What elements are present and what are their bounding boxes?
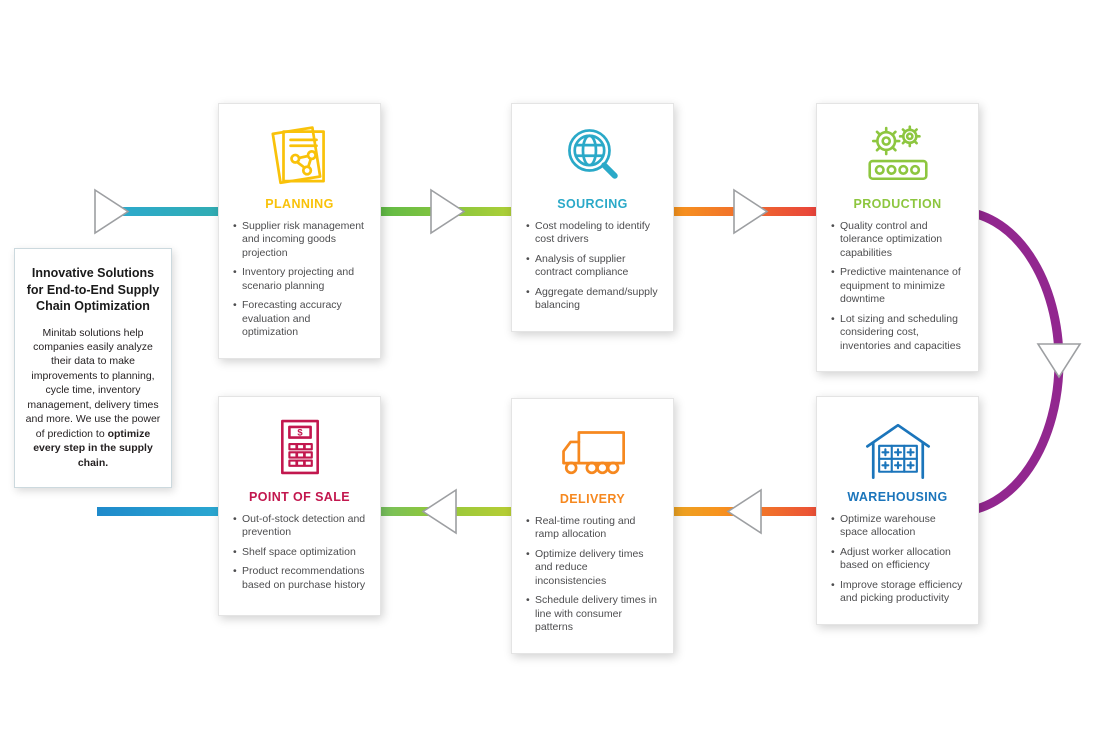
bullet: Supplier risk management and incoming go… (231, 220, 368, 260)
stacked-documents-icon (231, 118, 368, 190)
card-production: PRODUCTION Quality control and tolerance… (816, 103, 979, 372)
card-point-of-sale: $ POINT OF SALE Out-of-stock detection a… (218, 396, 381, 616)
sourcing-bullet-list: Cost modeling to identify cost drivers A… (524, 220, 661, 313)
bullet: Quality control and tolerance optimizati… (829, 220, 966, 260)
flow-arrowhead-warehousing-to-delivery (726, 488, 762, 535)
intro-body-text: Minitab solutions help companies easily … (25, 326, 161, 440)
bullet: Real-time routing and ramp allocation (524, 515, 661, 542)
card-planning: PLANNING Supplier risk management and in… (218, 103, 381, 359)
bullet: Adjust worker allocation based on effici… (829, 546, 966, 573)
intro-title: Innovative Solutions for End-to-End Supp… (26, 266, 160, 313)
planning-bullet-list: Supplier risk management and incoming go… (231, 220, 368, 340)
bullet: Shelf space optimization (231, 546, 368, 560)
bullet: Forecasting accuracy evaluation and opti… (231, 299, 368, 339)
svg-text:$: $ (297, 427, 303, 438)
intro-body: Minitab solutions help companies easily … (25, 326, 161, 471)
card-title-point-of-sale: POINT OF SALE (248, 490, 351, 504)
bullet: Optimize warehouse space allocation (829, 513, 966, 540)
bullet: Product recommendations based on purchas… (231, 565, 368, 592)
bullet: Improve storage efficiency and picking p… (829, 579, 966, 606)
flow-arrowhead-planning-to-sourcing (430, 188, 466, 235)
bullet: Aggregate demand/supply balancing (524, 286, 661, 313)
bullet: Cost modeling to identify cost drivers (524, 220, 661, 247)
warehouse-icon (829, 411, 966, 483)
flow-arrowhead-delivery-to-pos (421, 488, 457, 535)
production-bullet-list: Quality control and tolerance optimizati… (829, 220, 966, 353)
cash-register-icon: $ (231, 411, 368, 483)
bullet: Inventory projecting and scenario planni… (231, 266, 368, 293)
bullet: Optimize delivery times and reduce incon… (524, 548, 661, 588)
delivery-bullet-list: Real-time routing and ramp allocation Op… (524, 515, 661, 635)
bullet: Out-of-stock detection and prevention (231, 513, 368, 540)
gears-icon (829, 118, 966, 190)
warehousing-bullet-list: Optimize warehouse space allocation Adju… (829, 513, 966, 606)
card-title-planning: PLANNING (265, 197, 334, 211)
intro-panel: Innovative Solutions for End-to-End Supp… (14, 248, 172, 488)
globe-magnifier-icon (524, 118, 661, 190)
bullet: Analysis of supplier contract compliance (524, 253, 661, 280)
card-title-production: PRODUCTION (853, 197, 942, 211)
flow-arrowhead-curve-down (1036, 343, 1082, 379)
card-title-delivery: DELIVERY (559, 492, 626, 506)
flow-arrowhead-sourcing-to-production (733, 188, 769, 235)
intro-body-bold: optimize every step in the supply chain. (33, 427, 153, 469)
delivery-truck-icon (524, 413, 661, 485)
card-title-sourcing: SOURCING (557, 197, 628, 211)
bullet: Predictive maintenance of equipment to m… (829, 266, 966, 306)
card-delivery: DELIVERY Real-time routing and ramp allo… (511, 398, 674, 654)
flow-arrowhead-start-right (94, 188, 130, 235)
card-title-warehousing: WAREHOUSING (847, 490, 948, 504)
card-warehousing: WAREHOUSING Optimize warehouse space all… (816, 396, 979, 625)
bullet: Lot sizing and scheduling considering co… (829, 313, 966, 353)
point-of-sale-bullet-list: Out-of-stock detection and prevention Sh… (231, 513, 368, 592)
card-sourcing: SOURCING Cost modeling to identify cost … (511, 103, 674, 332)
bullet: Schedule delivery times in line with con… (524, 594, 661, 634)
